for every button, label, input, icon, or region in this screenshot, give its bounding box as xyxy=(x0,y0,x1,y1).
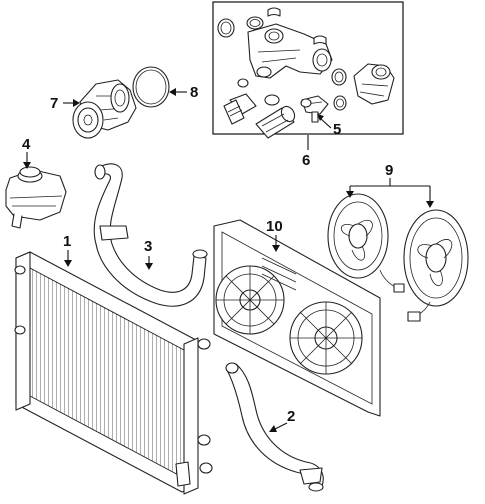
callout-5: 5 xyxy=(333,121,341,138)
callout-8: 8 xyxy=(190,84,198,101)
o-ring-left xyxy=(217,18,235,38)
lower-radiator-hose xyxy=(225,362,324,492)
callout-10: 10 xyxy=(266,218,283,235)
clip-right xyxy=(313,35,327,45)
o-ring-sensor xyxy=(300,98,312,108)
callout-3: 3 xyxy=(144,238,152,255)
fan-shroud xyxy=(213,219,381,417)
radiator xyxy=(14,251,213,495)
outlet-fitting xyxy=(353,63,395,105)
cooling-fan-left xyxy=(327,193,405,293)
o-ring-right-lower xyxy=(333,95,347,111)
o-ring-middle xyxy=(264,94,280,106)
upper-radiator-hose xyxy=(93,163,208,307)
callout-1: 1 xyxy=(63,233,71,250)
detail-box-thermostat-kit: 5 xyxy=(212,1,404,139)
thermostat-housing xyxy=(247,23,333,79)
pipe-fitting-lower xyxy=(255,105,296,139)
callout-4: 4 xyxy=(22,136,31,153)
pump-gasket xyxy=(132,66,170,108)
expansion-tank xyxy=(5,166,67,229)
clip-top xyxy=(267,7,281,17)
cooling-fan-right xyxy=(403,209,469,322)
o-ring-small xyxy=(237,78,249,88)
pipe-fitting-upper xyxy=(223,93,257,125)
o-ring-top xyxy=(246,16,264,30)
detail-box-frame xyxy=(212,1,404,135)
callout-6: 6 xyxy=(302,152,310,169)
water-pump xyxy=(72,79,137,139)
callout-2: 2 xyxy=(287,408,295,425)
callout-7: 7 xyxy=(50,95,58,112)
o-ring-right xyxy=(331,68,347,86)
callout-9: 9 xyxy=(385,162,393,179)
